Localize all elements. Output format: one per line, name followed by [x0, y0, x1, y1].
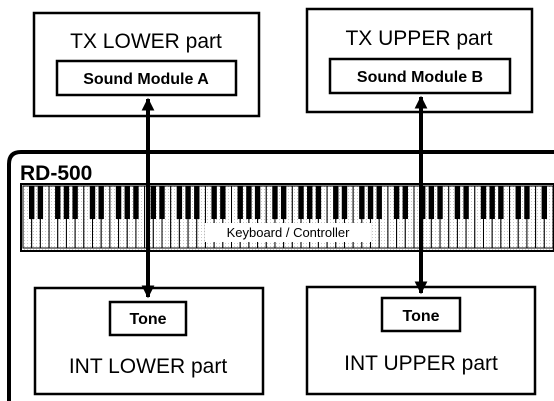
tx-upper-part: TX UPPER part Sound Module B: [307, 9, 532, 112]
black-key: [211, 186, 216, 219]
black-key: [125, 186, 130, 219]
black-key: [298, 186, 303, 219]
sound-module-a-label: Sound Module A: [83, 71, 209, 88]
black-key: [29, 186, 34, 219]
black-key: [133, 186, 138, 219]
black-key: [377, 186, 382, 219]
keyboard: Keyboard / Controller: [21, 184, 554, 251]
black-key: [342, 186, 347, 219]
black-key: [238, 186, 243, 219]
black-key: [516, 186, 521, 219]
int-upper-part: Tone INT UPPER part: [307, 287, 535, 394]
black-key: [333, 186, 338, 219]
black-key: [177, 186, 182, 219]
black-key: [394, 186, 399, 219]
int-upper-tone-label: Tone: [402, 308, 439, 325]
int-lower-part: Tone INT LOWER part: [35, 288, 263, 394]
black-key: [307, 186, 312, 219]
black-key: [498, 186, 503, 219]
black-key: [116, 186, 121, 219]
black-key: [151, 186, 156, 219]
black-key: [455, 186, 460, 219]
keyboard-controller-label: Keyboard / Controller: [227, 225, 351, 240]
int-lower-part-label: INT LOWER part: [69, 355, 227, 378]
black-key: [316, 186, 321, 219]
black-key: [463, 186, 468, 219]
black-key: [38, 186, 43, 219]
black-key: [281, 186, 286, 219]
black-key: [489, 186, 494, 219]
tx-upper-part-label: TX UPPER part: [345, 27, 492, 50]
black-key: [481, 186, 486, 219]
black-key: [72, 186, 77, 219]
black-key: [159, 186, 164, 219]
int-lower-tone-label: Tone: [129, 311, 166, 328]
tx-lower-part-label: TX LOWER part: [70, 30, 222, 53]
black-key: [368, 186, 373, 219]
black-key: [359, 186, 364, 219]
black-key: [255, 186, 260, 219]
black-key: [437, 186, 442, 219]
black-key: [429, 186, 434, 219]
black-key: [524, 186, 529, 219]
black-key: [220, 186, 225, 219]
black-key: [185, 186, 190, 219]
int-upper-part-label: INT UPPER part: [344, 352, 498, 375]
black-key: [90, 186, 95, 219]
black-key: [246, 186, 251, 219]
sound-module-b-label: Sound Module B: [357, 69, 483, 86]
black-key: [194, 186, 199, 219]
black-key: [542, 186, 547, 219]
black-key: [64, 186, 69, 219]
rd500-model-label: RD-500: [20, 162, 92, 185]
black-key: [403, 186, 408, 219]
black-key: [99, 186, 104, 219]
black-key: [272, 186, 277, 219]
black-key: [55, 186, 60, 219]
